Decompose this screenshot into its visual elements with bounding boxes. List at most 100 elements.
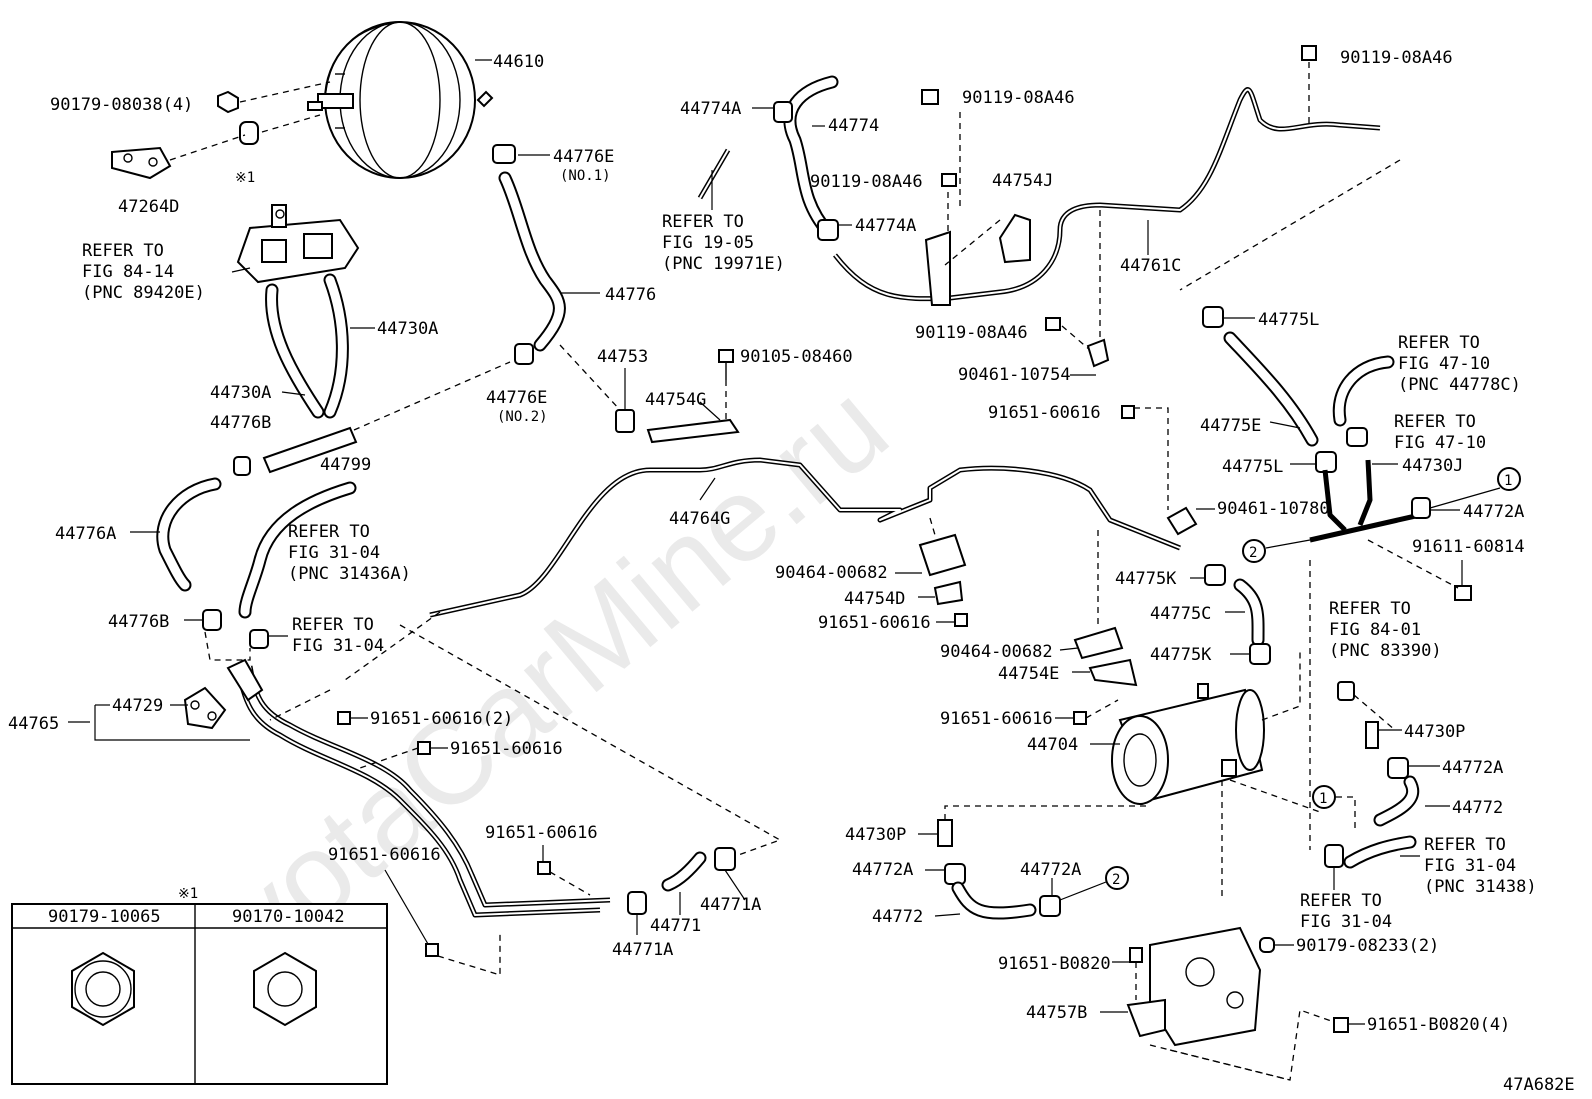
label-44771A-low: 44771A: [612, 940, 673, 960]
label-44754D: 44754D: [844, 589, 905, 609]
label-90105-08460: 90105-08460: [740, 347, 853, 367]
label-refer-84-01-c: (PNC 83390): [1329, 641, 1442, 661]
label-refer-47-10a-a: REFER TO: [1398, 333, 1480, 353]
bolt-91651-60616-f: [425, 943, 439, 957]
label-91651-60616-d: 91651-60616: [450, 739, 563, 759]
bolt-91651-B0820-4: [1333, 1017, 1349, 1033]
clip-90464-00682-b: [1073, 626, 1124, 660]
fastener-inset-table: [11, 903, 388, 1085]
label-refer-47-10b-a: REFER TO: [1394, 412, 1476, 432]
label-44772A-right: 44772A: [1463, 502, 1524, 522]
bolt-90119-mid: [941, 173, 957, 187]
label-44772-right: 44772: [1452, 798, 1503, 818]
circle-label-1: 1: [1504, 473, 1512, 489]
label-refer-47-10a-b: FIG 47-10: [1398, 354, 1490, 374]
circle-marker-1-low: 1: [1312, 785, 1336, 809]
label-90464-00682-b: 90464-00682: [940, 642, 1053, 662]
clamp-44774A-top: [773, 101, 793, 123]
label-44753: 44753: [597, 347, 648, 367]
label-refer-84-14-c: (PNC 89420E): [82, 283, 205, 303]
label-44754E: 44754E: [998, 664, 1059, 684]
union-44799: [262, 426, 358, 474]
hose-44776A: [156, 477, 222, 592]
label-44776E-1: 44776E: [553, 147, 614, 167]
label-44775E: 44775E: [1200, 416, 1261, 436]
label-44775K-low: 44775K: [1150, 645, 1212, 665]
label-44730P-low: 44730P: [845, 825, 906, 845]
bolt-90119-top: [921, 89, 939, 105]
clamp-refer-47-10: [1346, 427, 1368, 447]
label-44772-low: 44772: [872, 907, 923, 927]
label-91611-60814: 91611-60814: [1412, 537, 1525, 557]
clip-90464-00682-a: [918, 533, 967, 577]
label-91651-60616-a: 91651-60616: [988, 403, 1101, 423]
label-44772A-r2: 44772A: [1442, 758, 1503, 778]
label-44754G: 44754G: [645, 390, 706, 410]
label-44776E-2: 44776E: [486, 388, 547, 408]
label-refer-31-04c-a: REFER TO: [1300, 891, 1382, 911]
bracket-44754E: [1088, 658, 1138, 687]
inset-mark: ※1: [178, 886, 198, 902]
label-44771: 44771: [650, 916, 701, 936]
label-91651-60616-f: 91651-60616: [328, 845, 441, 865]
circle-marker-1-top: 1: [1497, 467, 1521, 491]
label-44761C: 44761C: [1120, 256, 1181, 276]
label-refer-19-05-c: (PNC 19971E): [662, 254, 785, 274]
hose-44771: [661, 851, 707, 892]
label-44775L-low: 44775L: [1222, 457, 1283, 477]
charcoal-canister-44704: [1111, 683, 1265, 805]
clamp-44774A-mid: [817, 219, 839, 241]
label-no2: (NO.2): [497, 409, 548, 425]
label-44757B: 44757B: [1026, 1003, 1087, 1023]
label-44774: 44774: [828, 116, 879, 136]
nipple-44730P-right: [1365, 721, 1379, 749]
label-44775K-top: 44775K: [1115, 569, 1177, 589]
brake-booster: [307, 21, 494, 179]
check-valve-assembly: [236, 204, 360, 284]
bolt-91651-60616-e: [537, 861, 551, 875]
label-refer-84-14-a: REFER TO: [82, 241, 164, 261]
label-refer-47-10a-c: (PNC 44778C): [1398, 375, 1521, 395]
label-refer-47-10b-b: FIG 47-10: [1394, 433, 1486, 453]
label-44729: 44729: [112, 696, 163, 716]
label-91651-B0820: 91651-B0820: [998, 954, 1111, 974]
label-90119-low: 90119-08A46: [915, 323, 1028, 343]
pipe-44730J: [1309, 459, 1421, 543]
bolt-90105-08460: [718, 349, 734, 380]
label-44771A-right: 44771A: [700, 895, 761, 915]
label-refer-84-01-b: FIG 84-01: [1329, 620, 1421, 640]
label-refer-31-04b-b: FIG 31-04: [292, 636, 384, 656]
label-refer-84-01-a: REFER TO: [1329, 599, 1411, 619]
label-refer-84-14-b: FIG 84-14: [82, 262, 174, 282]
bolt-90119-right: [1301, 45, 1317, 61]
pipe-44764G: [429, 457, 1181, 618]
pipe-refer-84-01: [1337, 681, 1355, 701]
label-no1: (NO.1): [560, 168, 611, 184]
label-refer-31-04a-b: FIG 31-04: [288, 543, 380, 563]
hose-44776: [498, 171, 566, 352]
label-91651-60616-2: 91651-60616(2): [370, 709, 513, 729]
label-44775L-top: 44775L: [1258, 310, 1319, 330]
clamp-44776E-1: [492, 144, 516, 164]
label-90119-mid: 90119-08A46: [810, 172, 923, 192]
bracket-44754D: [933, 580, 964, 606]
clip-90461-10754: [1086, 338, 1110, 368]
label-refer-31438-a: REFER TO: [1424, 835, 1506, 855]
label-44730J: 44730J: [1402, 456, 1463, 476]
label-44704: 44704: [1027, 735, 1078, 755]
label-mark1: ※1: [235, 170, 255, 186]
bracket-44754G: [646, 418, 740, 444]
hose-44730A: [265, 273, 349, 419]
label-44730A-left: 44730A: [210, 383, 271, 403]
label-44772A-low2: 44772A: [1020, 860, 1081, 880]
label-44799: 44799: [320, 455, 371, 475]
label-44774A-mid: 44774A: [855, 216, 916, 236]
bolt-90119-low: [1045, 317, 1061, 331]
label-44776B-low: 44776B: [108, 612, 169, 632]
label-47264D: 47264D: [118, 197, 179, 217]
clamp-44772A-low2: [1039, 895, 1061, 917]
label-90461-10780: 90461-10780: [1217, 499, 1330, 519]
bracket-47264D: [111, 146, 172, 180]
label-91651-60616-b: 91651-60616: [818, 613, 931, 633]
hose-44774: [783, 75, 839, 239]
